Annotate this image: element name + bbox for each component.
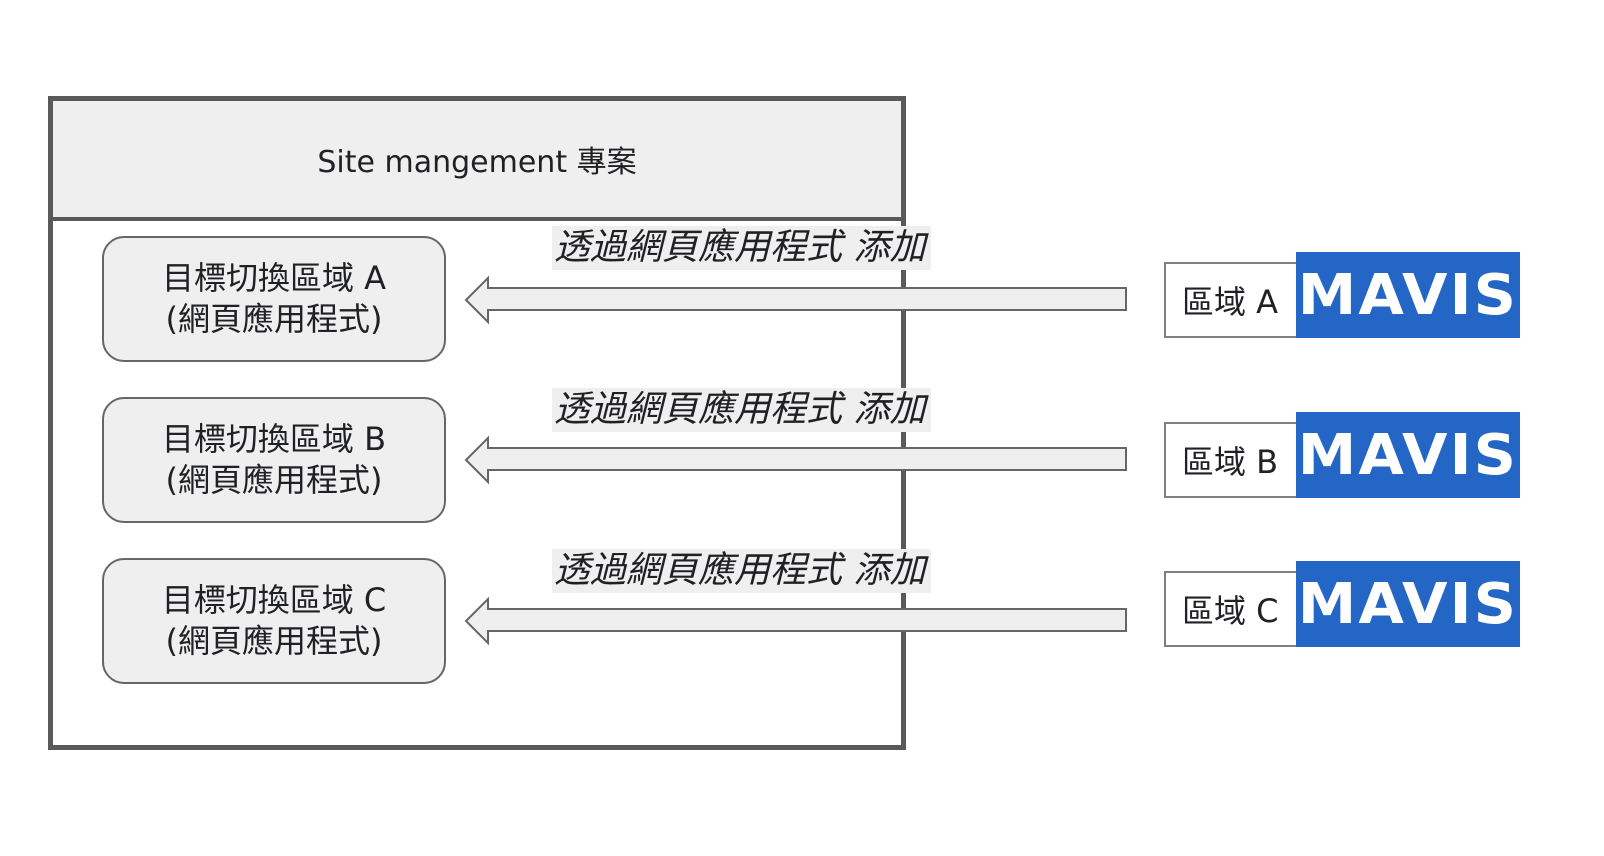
target-region-b-label: 目標切換區域 B	[161, 420, 387, 458]
target-region-b-sublabel: (網頁應用程式)	[165, 461, 383, 499]
arrow-b-label: 透過網頁應用程式 添加	[552, 388, 932, 432]
target-region-c-label: 目標切換區域 C	[161, 581, 387, 619]
target-region-a-box: 目標切換區域 A (網頁應用程式)	[102, 236, 446, 362]
mavis-logo-b: MAVIS	[1296, 412, 1520, 498]
mavis-logo-b-text: MAVIS	[1297, 422, 1519, 488]
arrow-b-icon	[464, 435, 1127, 485]
mavis-logo-a: MAVIS	[1296, 252, 1520, 338]
region-a-box: 區域 A	[1164, 262, 1298, 338]
region-c-label: 區域 C	[1182, 592, 1279, 630]
mavis-logo-c: MAVIS	[1296, 561, 1520, 647]
region-a-label: 區域 A	[1182, 283, 1279, 321]
arrow-c-label: 透過網頁應用程式 添加	[552, 549, 932, 593]
target-region-a-sublabel: (網頁應用程式)	[165, 300, 383, 338]
target-region-b-box: 目標切換區域 B (網頁應用程式)	[102, 397, 446, 523]
region-b-label: 區域 B	[1182, 443, 1279, 481]
mavis-logo-a-text: MAVIS	[1297, 262, 1519, 328]
region-c-box: 區域 C	[1164, 571, 1298, 647]
target-region-c-box: 目標切換區域 C (網頁應用程式)	[102, 558, 446, 684]
region-b-box: 區域 B	[1164, 422, 1298, 498]
target-region-c-sublabel: (網頁應用程式)	[165, 622, 383, 660]
project-title: Site mangement 專案	[53, 101, 901, 221]
mavis-logo-c-text: MAVIS	[1297, 571, 1519, 637]
arrow-c-icon	[464, 596, 1127, 646]
arrow-a-icon	[464, 275, 1127, 325]
target-region-a-label: 目標切換區域 A	[161, 259, 387, 297]
arrow-a-label: 透過網頁應用程式 添加	[552, 226, 932, 270]
